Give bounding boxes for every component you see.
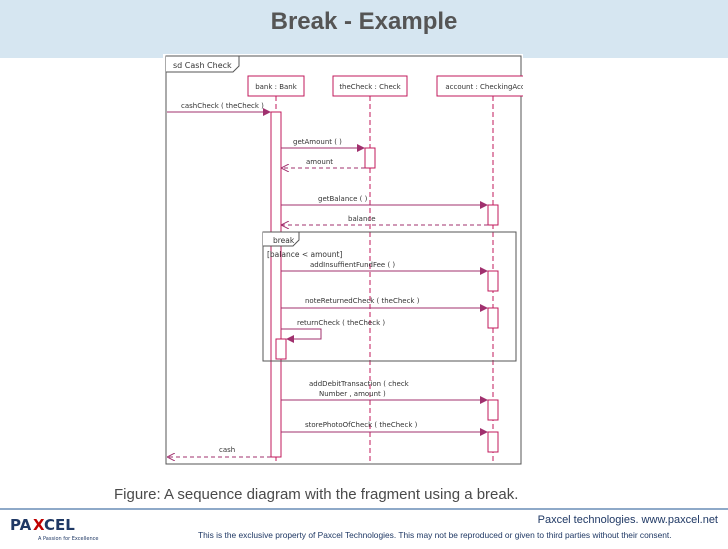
- sd-frame: [165, 55, 522, 465]
- msg-storephoto-label: storePhotoOfCheck ( theCheck ): [305, 421, 418, 429]
- msg-amount-return-label: amount: [306, 158, 333, 166]
- lifeline-label-bank: bank : Bank: [255, 83, 298, 91]
- activation-account-1: [487, 204, 499, 226]
- msg-adddebit-label-line2: Number , amount ): [319, 390, 386, 398]
- msg-notereturned-label: noteReturnedCheck ( theCheck ): [305, 297, 420, 305]
- footer-notice: This is the exclusive property of Paxcel…: [198, 530, 672, 540]
- break-fragment-tab: [263, 231, 300, 247]
- sd-frame-label: sd Cash Check: [173, 61, 232, 70]
- msg-addfee-label: addInsuffientFundFee ( ): [310, 261, 395, 269]
- msg-cashcheck-label: cashCheck ( theCheck ): [181, 102, 264, 110]
- break-fragment: [262, 231, 517, 362]
- lifeline-label-check: theCheck : Check: [339, 83, 401, 91]
- break-guard: [balance < amount]: [267, 250, 342, 259]
- paxcel-logo-icon: PA X CEL A Passion for Excellence: [10, 516, 98, 542]
- activation-bank-self: [275, 338, 287, 360]
- msg-adddebit-label-line1: addDebitTransaction ( check: [309, 380, 410, 388]
- sequence-diagram-svg: sd Cash Check bank : Bank theCheck : Che…: [165, 55, 550, 465]
- svg-text:CEL: CEL: [44, 516, 75, 534]
- svg-text:X: X: [33, 516, 45, 534]
- break-fragment-label: break: [273, 236, 295, 245]
- svg-text:A Passion for Excellence: A Passion for Excellence: [38, 536, 98, 542]
- msg-getamount-label: getAmount ( ): [293, 138, 342, 146]
- paxcel-logo: PA X CEL A Passion for Excellence: [8, 514, 100, 544]
- slide-header: [0, 0, 728, 58]
- activation-bank: [270, 111, 282, 458]
- activation-check: [364, 147, 376, 169]
- msg-balance-return-label: balance: [348, 215, 376, 223]
- activation-account-5: [487, 431, 499, 453]
- msg-cash-return-label: cash: [219, 446, 235, 454]
- slide-title: Break - Example: [270, 8, 458, 35]
- activation-account-4: [487, 399, 499, 421]
- activation-account-2: [487, 270, 499, 292]
- sd-frame-tab: [166, 55, 240, 73]
- footer-site: Paxcel technologies. www.paxcel.net: [537, 514, 718, 526]
- msg-returncheck-arrow: [281, 328, 322, 343]
- figure-caption: Figure: A sequence diagram with the frag…: [114, 486, 519, 503]
- msg-returncheck-label: returnCheck ( theCheck ): [297, 319, 385, 327]
- footer-divider: [0, 508, 728, 510]
- activation-account-3: [487, 307, 499, 329]
- msg-getbalance-label: getBalance ( ): [318, 195, 368, 203]
- sequence-diagram: sd Cash Check bank : Bank theCheck : Che…: [163, 54, 550, 466]
- svg-text:PA: PA: [10, 516, 32, 534]
- lifeline-label-account: account : CheckingAccount: [445, 83, 523, 91]
